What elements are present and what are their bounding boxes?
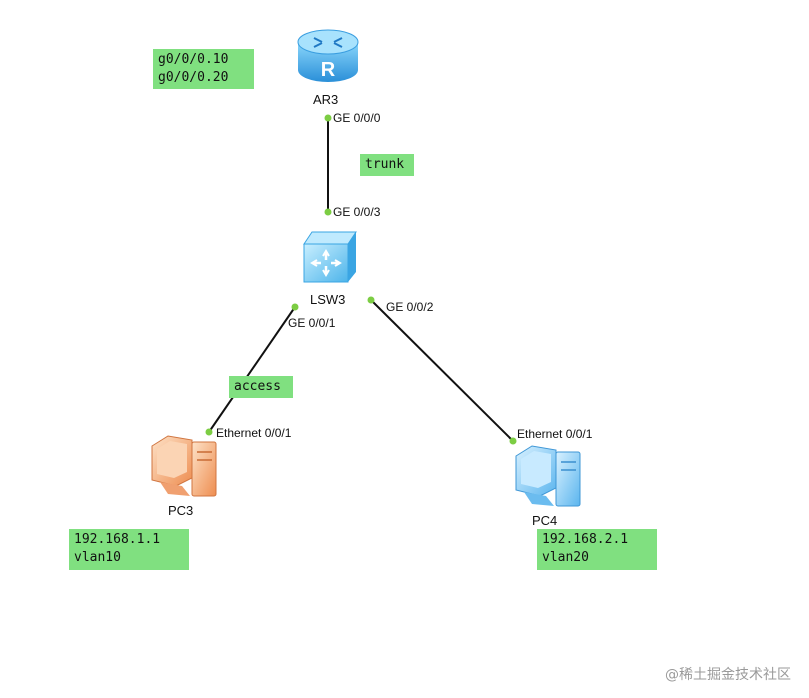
router-label: AR3 <box>313 92 339 107</box>
link-lsw3-pc3[interactable] <box>208 306 296 433</box>
pc3-ip-note: 192.168.1.1 vlan10 <box>69 529 189 570</box>
pc3-label: PC3 <box>168 503 194 518</box>
note-line: g0/0/0.10 <box>158 52 229 67</box>
port-dot-pc3-eth <box>205 428 213 436</box>
port-dot-lsw3-ge001 <box>291 303 299 311</box>
port-label-ar3-ge000: GE 0/0/0 <box>333 111 381 125</box>
port-dot-lsw3-ge003 <box>324 208 332 216</box>
note-line: trunk <box>365 157 405 172</box>
port-label-pc3-eth: Ethernet 0/0/1 <box>216 426 292 440</box>
router-subinterface-note: g0/0/0.10 g0/0/0.20 <box>153 49 254 89</box>
note-line: 192.168.1.1 <box>74 532 161 547</box>
pc3-icon[interactable] <box>151 435 217 497</box>
pc4-icon[interactable] <box>515 445 581 507</box>
pc4-label: PC4 <box>532 513 558 528</box>
port-dot-lsw3-ge002 <box>367 296 375 304</box>
port-label-lsw3-ge003: GE 0/0/3 <box>333 205 381 219</box>
note-line: g0/0/0.20 <box>158 70 229 85</box>
note-line: access <box>234 379 281 394</box>
trunk-note: trunk <box>360 154 414 176</box>
svg-text:R: R <box>321 59 336 81</box>
switch-icon[interactable] <box>303 231 357 283</box>
port-label-lsw3-ge001: GE 0/0/1 <box>288 316 336 330</box>
access-note: access <box>229 376 293 398</box>
pc4-ip-note: 192.168.2.1 vlan20 <box>537 529 657 570</box>
watermark: @稀土掘金技术社区 <box>665 667 791 683</box>
switch-label: LSW3 <box>310 292 346 307</box>
note-line: vlan20 <box>542 550 589 565</box>
port-label-lsw3-ge002: GE 0/0/2 <box>386 300 434 314</box>
note-line: vlan10 <box>74 550 121 565</box>
note-line: 192.168.2.1 <box>542 532 629 547</box>
link-lsw3-pc4[interactable] <box>370 299 514 442</box>
port-dot-pc4-eth <box>509 437 517 445</box>
router-icon[interactable]: R <box>297 29 359 82</box>
port-label-pc4-eth: Ethernet 0/0/1 <box>517 427 593 441</box>
port-dot-ar3-ge000 <box>324 114 332 122</box>
